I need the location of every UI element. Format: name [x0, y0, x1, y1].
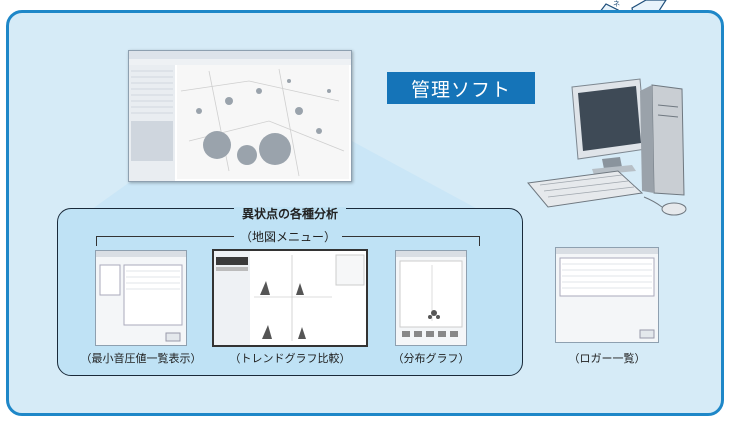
min-sound-caption: （最小音圧値一覧表示） — [80, 352, 202, 365]
logger-list-thumbnail — [555, 247, 659, 343]
distribution-thumbnail — [395, 250, 467, 346]
page-title: 管理ソフト — [387, 72, 535, 104]
distribution-caption: （分布グラフ） — [392, 352, 470, 365]
logger-caption: （ロガー一覧） — [568, 352, 646, 365]
svg-text:ネ: ネ — [613, 0, 620, 8]
map-menu-heading: （地図メニュー） — [96, 228, 480, 245]
computer-icon — [527, 78, 687, 216]
min-sound-thumbnail — [95, 250, 187, 346]
map-screenshot — [128, 50, 352, 182]
trend-caption: （トレンドグラフ比較） — [229, 352, 351, 365]
group-heading: 異状点の各種分析 — [0, 205, 580, 222]
trend-thumbnail — [212, 249, 368, 347]
